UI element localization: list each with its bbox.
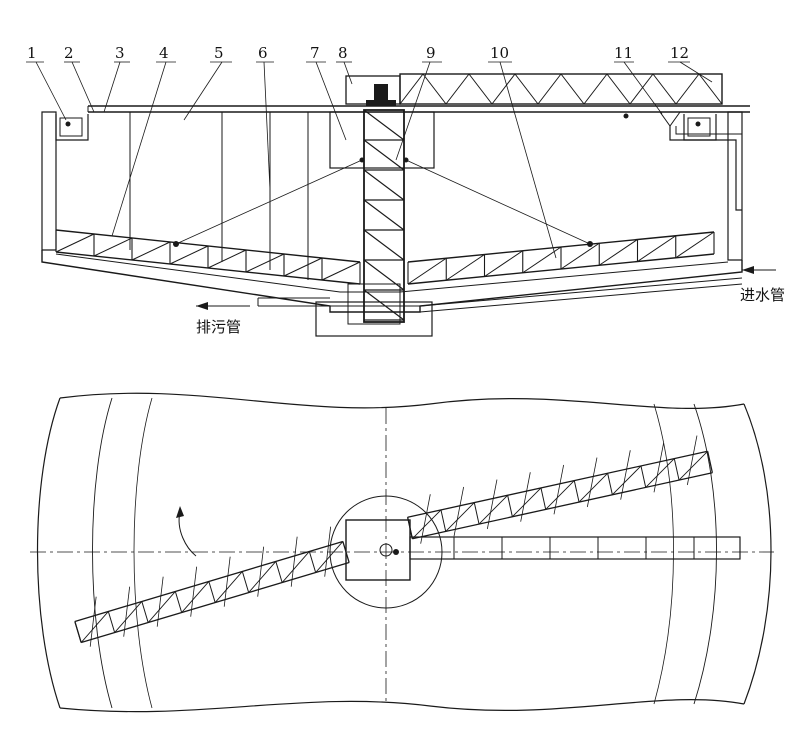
launder-left <box>55 114 89 141</box>
launder-right <box>683 114 717 141</box>
center-foundation <box>315 283 433 337</box>
tank-outline <box>36 392 772 713</box>
plan-view <box>30 392 774 713</box>
label-6: 6 <box>258 44 268 62</box>
inlet-caption: 进水管 <box>740 286 785 304</box>
label-1: 1 <box>27 44 37 62</box>
label-4: 4 <box>159 44 169 62</box>
bridge-plan <box>409 536 741 560</box>
rotation-arrow-icon <box>176 506 197 557</box>
tank-wall-left <box>41 111 57 251</box>
suspension-rods <box>129 112 309 280</box>
walkway-bridge <box>87 105 750 113</box>
label-9: 9 <box>426 44 436 62</box>
label-leaders <box>26 61 713 259</box>
inlet-pipe <box>419 266 776 313</box>
sludge-pipe <box>196 297 330 310</box>
center-column <box>363 109 405 323</box>
tank-floor <box>41 250 743 313</box>
label-8: 8 <box>338 44 348 62</box>
scraper-arm-left <box>55 229 361 285</box>
drive-unit <box>345 75 401 106</box>
label-7: 7 <box>310 44 320 62</box>
label-11: 11 <box>614 44 633 62</box>
elevation-view: 1 2 3 4 5 6 7 8 9 10 11 12 进水管 排污管 <box>26 44 785 337</box>
label-2: 2 <box>64 44 74 62</box>
truss-beam <box>399 73 723 105</box>
label-3: 3 <box>115 44 125 62</box>
scraper-truss-plan <box>74 435 713 647</box>
label-10: 10 <box>490 44 509 62</box>
label-12: 12 <box>670 44 689 62</box>
tie-cables <box>173 157 593 247</box>
sludge-caption: 排污管 <box>196 318 241 336</box>
outlet-pipe <box>623 111 742 211</box>
scraper-arm-right <box>407 231 715 285</box>
feed-well <box>329 111 435 169</box>
label-5: 5 <box>214 44 224 62</box>
